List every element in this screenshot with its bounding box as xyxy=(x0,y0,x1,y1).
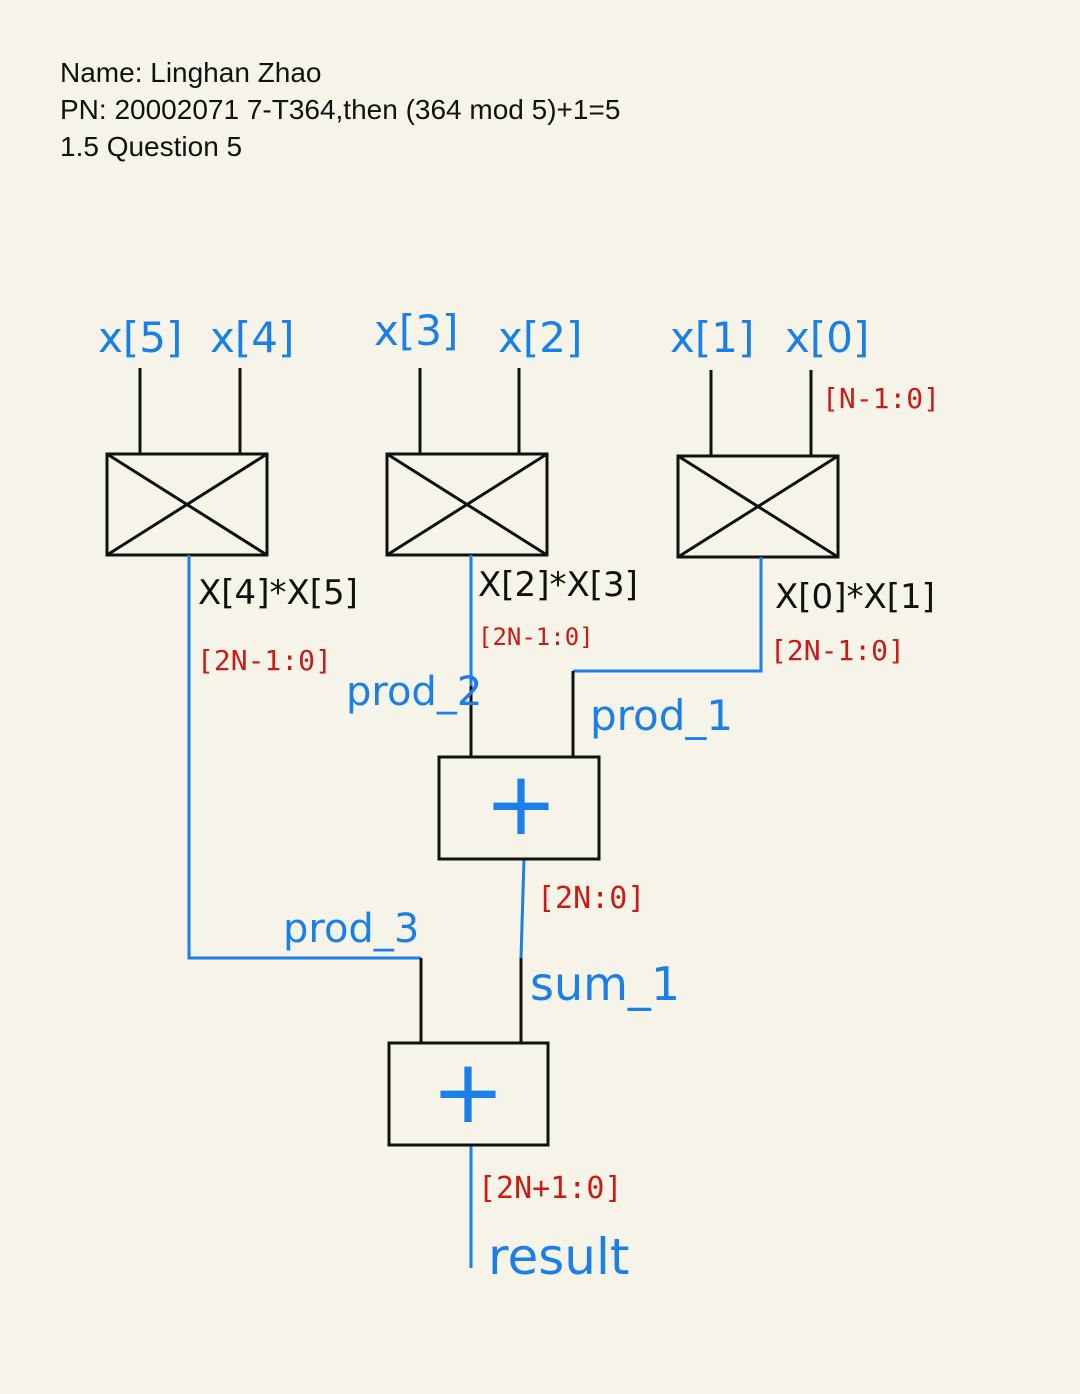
adder-2-symbol: + xyxy=(431,1040,505,1143)
adder-input-stubs xyxy=(419,671,575,1043)
result-width: [2N+1:0] xyxy=(478,1171,623,1206)
blue-wires xyxy=(187,555,763,1268)
wire-prod-3 xyxy=(187,555,421,960)
input-label-x4: x[4] xyxy=(210,313,294,362)
input-label-x1: x[1] xyxy=(670,313,754,362)
input-width-label: [N-1:0] xyxy=(822,382,940,415)
product-width-2: [2N-1:0] xyxy=(478,623,594,651)
product-width-1: [2N-1:0] xyxy=(770,634,905,667)
product-expr-1: X[0]*X[1] xyxy=(775,577,935,617)
multiplier-3 xyxy=(105,452,269,557)
product-width-3: [2N-1:0] xyxy=(197,644,332,677)
input-wires xyxy=(138,368,813,456)
wire-sum-1 xyxy=(519,858,526,959)
adder-1 xyxy=(437,755,601,861)
adder-1-symbol: + xyxy=(484,752,558,855)
input-label-x0: x[0] xyxy=(785,313,869,362)
input-label-x3: x[3] xyxy=(374,306,458,355)
pn-line: PN: 20002071 7-T364,then (364 mod 5)+1=5 xyxy=(60,94,621,125)
sum-1-width: [2N:0] xyxy=(537,881,645,916)
question-line: 1.5 Question 5 xyxy=(60,131,243,162)
signal-prod-1: prod_1 xyxy=(590,691,733,740)
adder-2 xyxy=(387,1041,550,1147)
signal-result: result xyxy=(488,1228,629,1286)
product-expr-3: X[4]*X[5] xyxy=(198,573,358,613)
name-line: Name: Linghan Zhao xyxy=(60,57,322,88)
wire-prod-1 xyxy=(573,557,763,673)
signal-prod-3: prod_3 xyxy=(283,906,419,952)
input-label-x5: x[5] xyxy=(98,313,182,362)
input-label-x2: x[2] xyxy=(498,313,582,362)
signal-prod-2: prod_2 xyxy=(346,669,482,715)
signal-sum-1: sum_1 xyxy=(530,957,680,1011)
multiplier-1 xyxy=(676,454,840,559)
multiplier-2 xyxy=(385,452,549,557)
header: Name: Linghan Zhao PN: 20002071 7-T364,t… xyxy=(60,54,620,165)
product-expr-2: X[2]*X[3] xyxy=(478,565,638,605)
